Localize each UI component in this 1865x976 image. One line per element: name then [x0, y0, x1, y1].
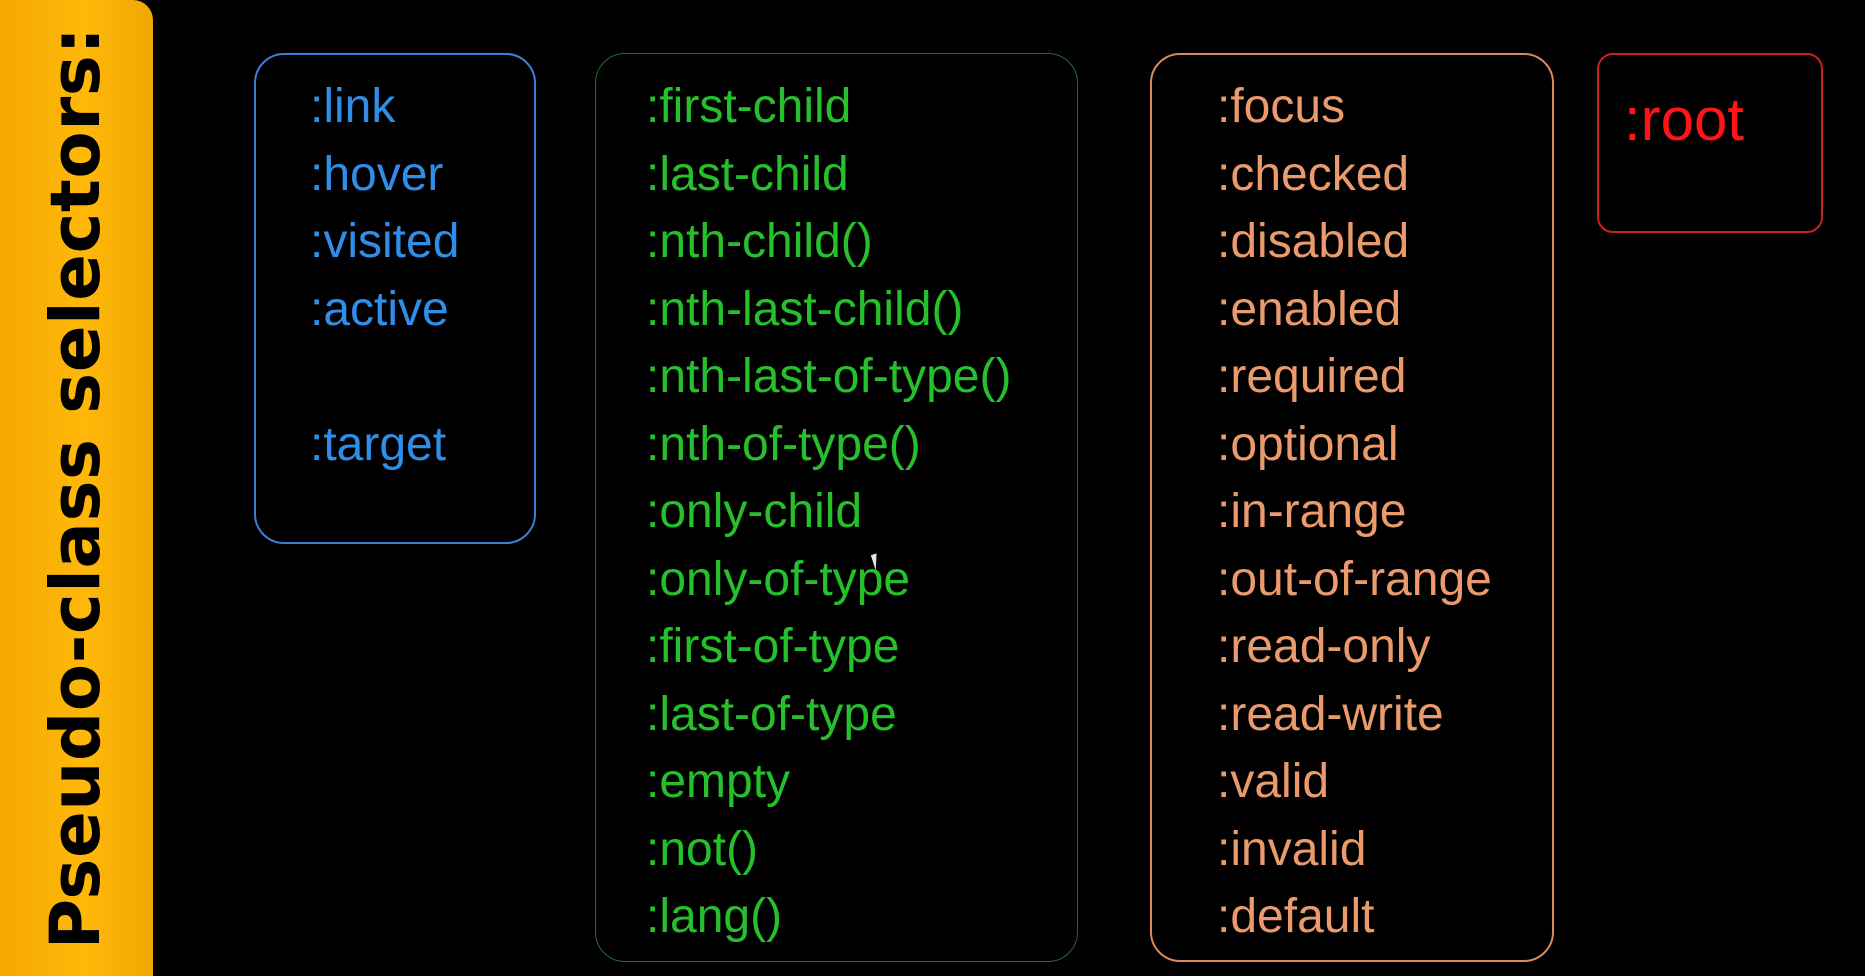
selector-link: :link	[310, 80, 396, 133]
selector-last-child: :last-child	[646, 147, 849, 201]
selector-enabled: :enabled	[1217, 282, 1402, 336]
selector-visited: :visited	[310, 215, 460, 268]
selector-only-of-type: :only-of-type	[646, 552, 911, 606]
selector-hover: :hover	[310, 147, 444, 201]
selector-first-of-type: :first-of-type	[646, 620, 900, 673]
selector-valid: :valid	[1217, 755, 1330, 808]
structural-selectors-list: :first-child :last-child :nth-child() :n…	[646, 73, 1011, 951]
selector-disabled: :disabled	[1217, 215, 1410, 268]
selector-invalid: :invalid	[1217, 822, 1367, 876]
link-state-selectors-list: :link :hover :visited :active :target	[310, 73, 459, 478]
structural-selectors-box	[595, 53, 1078, 962]
selector-read-write: :read-write	[1217, 687, 1444, 741]
selector-optional: :optional	[1217, 417, 1399, 471]
form-state-selectors-list: :focus :checked :disabled :enabled :requ…	[1217, 73, 1492, 951]
selector-not: :not()	[646, 822, 759, 876]
selector-checked: :checked	[1217, 147, 1410, 201]
selector-out-of-range: :out-of-range	[1217, 552, 1492, 606]
selector-lang: :lang()	[646, 890, 783, 943]
selector-only-child: :only-child	[646, 485, 863, 538]
form-state-selectors-box	[1150, 53, 1554, 962]
title-banner: Pseudo-class selectors:	[0, 0, 153, 976]
selector-default: :default	[1217, 890, 1375, 943]
selector-nth-child: :nth-child()	[646, 215, 873, 268]
selector-root: :root	[1624, 86, 1745, 153]
root-selector-box	[1597, 53, 1823, 233]
list-gap	[310, 343, 459, 411]
selector-first-child: :first-child	[646, 80, 852, 133]
selector-target: :target	[310, 417, 447, 471]
selector-empty: :empty	[646, 755, 791, 808]
selector-last-of-type: :last-of-type	[646, 687, 897, 741]
selector-active: :active	[310, 282, 449, 336]
selector-nth-of-type: :nth-of-type()	[646, 417, 921, 471]
slide-title: Pseudo-class selectors:	[36, 26, 116, 950]
selector-nth-last-of-type: :nth-last-of-type()	[646, 350, 1012, 403]
link-state-selectors-box	[254, 53, 536, 544]
selector-required: :required	[1217, 350, 1407, 403]
selector-focus: :focus	[1217, 80, 1346, 133]
selector-in-range: :in-range	[1217, 485, 1407, 538]
selector-nth-last-child: :nth-last-child()	[646, 282, 964, 336]
selector-read-only: :read-only	[1217, 620, 1431, 673]
